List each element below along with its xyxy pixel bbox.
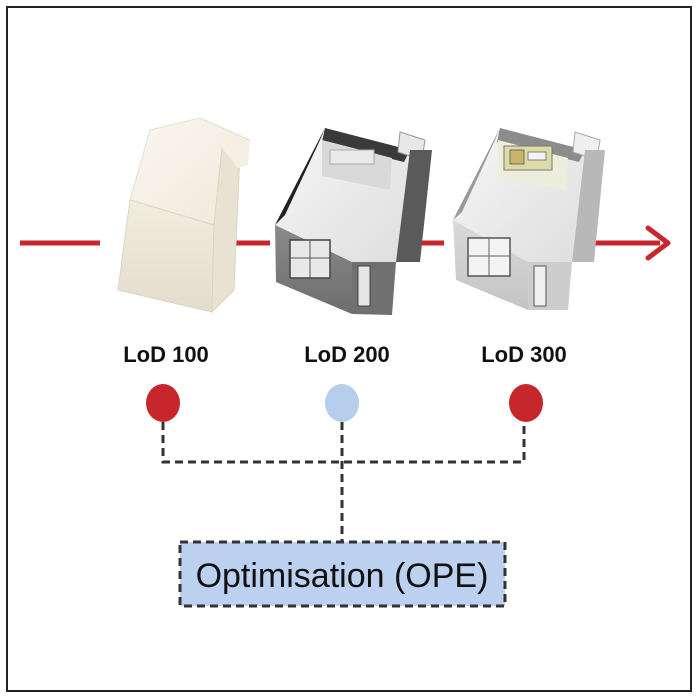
lod200-dot bbox=[325, 384, 359, 422]
lod100-dot bbox=[146, 384, 180, 422]
timeline-arrowhead bbox=[645, 225, 671, 261]
lod200-room-model bbox=[275, 128, 432, 315]
lod200-label: LoD 200 bbox=[304, 342, 390, 367]
connector-bracket bbox=[161, 422, 526, 464]
lod300-label: LoD 300 bbox=[481, 342, 567, 367]
connector-lines bbox=[161, 422, 526, 542]
lod100-massing-model bbox=[117, 117, 251, 314]
lod300-dot bbox=[509, 384, 543, 422]
lod100-label: LoD 100 bbox=[123, 342, 209, 367]
lod300-room-model bbox=[453, 128, 605, 310]
optimisation-label: Optimisation (OPE) bbox=[196, 557, 489, 595]
optimisation-box: Optimisation (OPE) bbox=[178, 540, 507, 608]
